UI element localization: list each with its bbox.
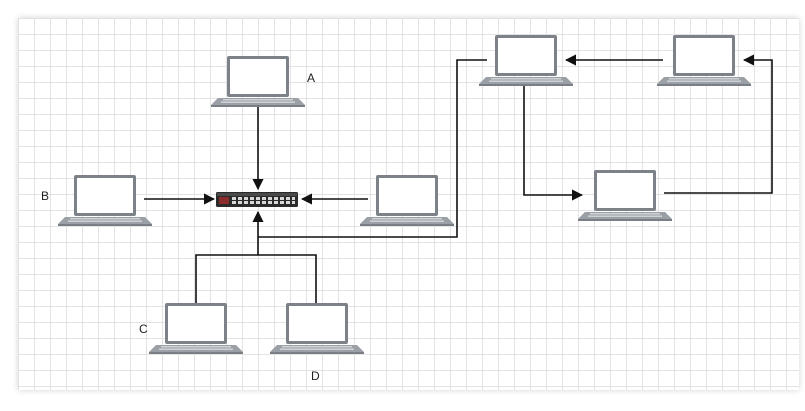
laptop-ring-top-left-icon [479,35,573,86]
laptop-a-icon [211,56,305,107]
link-ring-to-switch [258,59,487,238]
laptop-ring-bottom-icon [578,170,672,221]
link-ring-top-left-to-bottom [523,84,584,201]
connection-lines [144,54,773,304]
label-d: D [311,369,320,383]
laptop-ring-top-right-icon [657,35,751,86]
laptop-d-icon [270,303,364,354]
laptop-c-icon [149,303,243,354]
link-ring-bottom-to-top-right [664,54,773,194]
link-cd-bus-to-switch [195,254,317,304]
laptop-middle-icon [360,175,454,226]
network-switch [216,192,298,207]
label-a: A [307,71,315,85]
label-b: B [41,189,49,203]
laptop-b-icon [58,175,152,226]
label-c: C [139,322,148,336]
